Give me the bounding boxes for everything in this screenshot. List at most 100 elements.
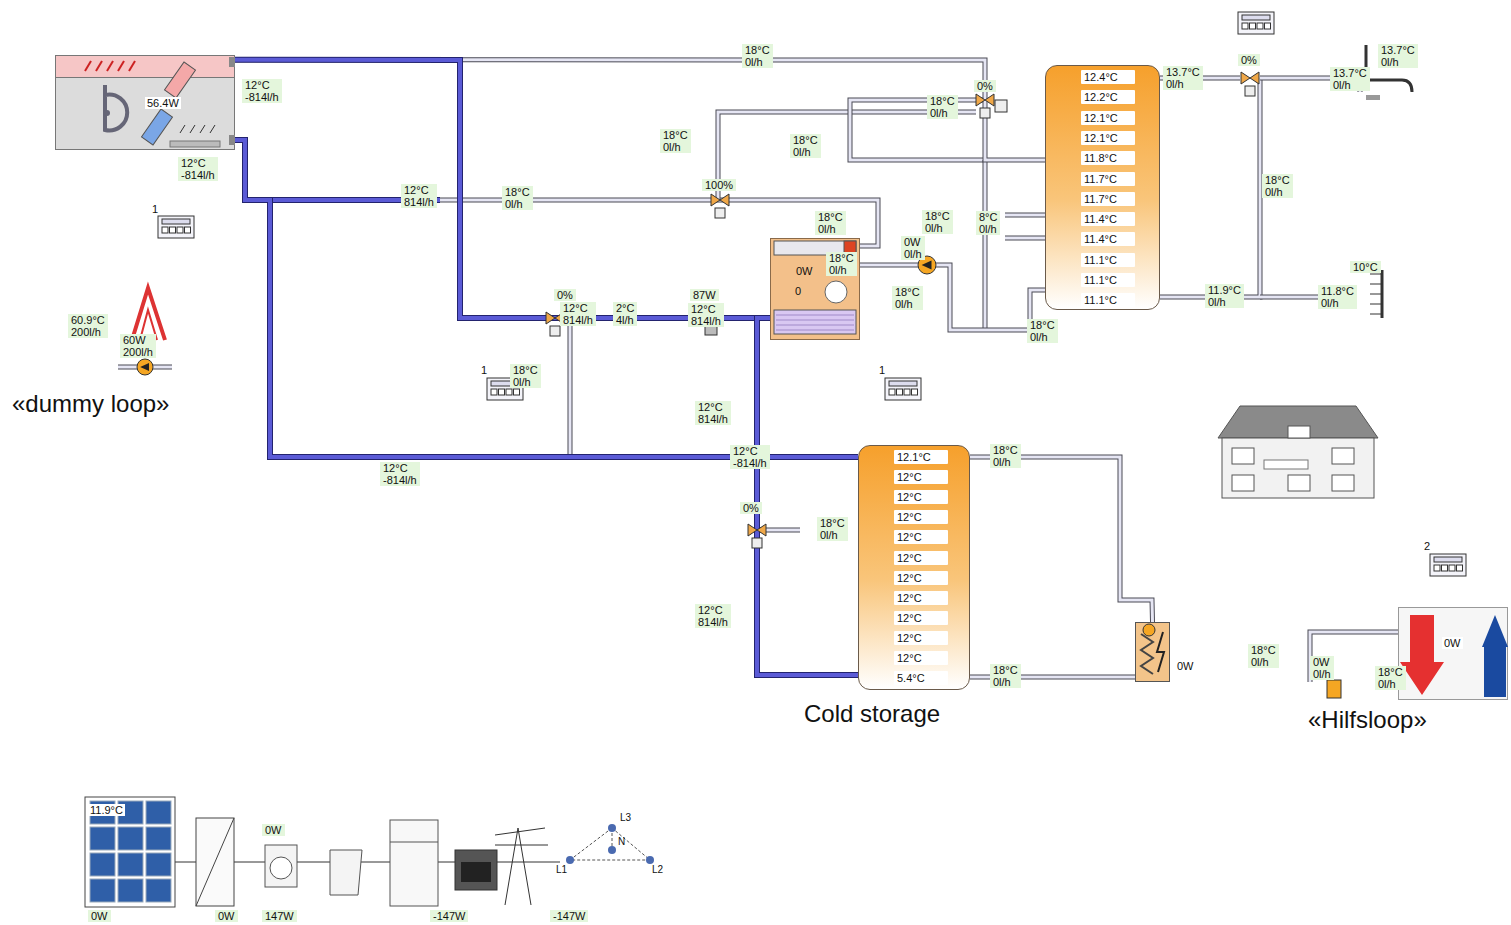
house-window: [1332, 448, 1354, 464]
pipe-outline: [970, 457, 1153, 622]
pipe-outline: [235, 60, 1045, 160]
pump-body: [137, 359, 153, 375]
pump-arrow: [922, 261, 932, 270]
valve-half: [985, 94, 994, 106]
layer-temperature: 12.2°C: [1081, 90, 1135, 104]
reading-label: 12°C -814l/h: [242, 79, 282, 103]
expansion-vessel: [1327, 680, 1341, 698]
valve-half: [711, 194, 720, 206]
layer-temperature: 12°C: [894, 510, 948, 524]
reading-label: 18°C 0l/h: [927, 95, 958, 119]
heater-body: [1136, 623, 1170, 682]
heat-arrow: [96, 61, 102, 71]
reading-label: 18°C 0l/h: [1248, 644, 1279, 668]
controller-key: [904, 389, 910, 395]
pipe-connector: [860, 265, 1045, 330]
pv-cell: [90, 879, 115, 902]
phase-triangle: [570, 828, 650, 860]
pump-symbol: [137, 359, 153, 375]
washing-machine: [265, 845, 297, 887]
phase-name: L2: [652, 864, 663, 876]
house-window: [1332, 475, 1354, 491]
controller-key: [912, 389, 918, 395]
pipe-outline: [235, 60, 770, 318]
reading-label: 0%: [740, 502, 762, 514]
layer-temperature: 11.1°C: [1081, 253, 1135, 267]
inlet-tick: [1370, 304, 1382, 305]
reading-label: 2°C 4l/h: [613, 302, 637, 326]
controller-key: [1242, 23, 1248, 29]
pipe-connector: [970, 457, 1153, 622]
pv-cell: [118, 827, 143, 850]
controller-number: 1: [152, 203, 158, 215]
pv-cell: [146, 879, 171, 902]
fan-hub: [104, 110, 110, 116]
valve-symbol: [711, 194, 729, 218]
evaporator: [774, 310, 856, 334]
storage-tank: 12.1°C12°C12°C12°C12°C12°C12°C12°C12°C12…: [858, 445, 970, 690]
heat-arrow-down: [1400, 615, 1444, 695]
reading-label: 18°C 0l/h: [510, 364, 541, 388]
controller-body: [158, 216, 194, 238]
reading-label: 11.8°C 0l/h: [1318, 285, 1357, 309]
port: [229, 135, 235, 145]
pipe-fill: [718, 112, 976, 200]
controller-body: [1430, 554, 1466, 576]
heatpump-body: [771, 239, 860, 340]
house-window: [1232, 475, 1254, 491]
controller-key: [1257, 23, 1263, 29]
pipe-fill: [1005, 237, 1045, 240]
reading-label: 18°C 0l/h: [990, 444, 1021, 468]
reading-label: 12°C -814l/h: [178, 157, 218, 181]
reading-label: 0W 0l/h: [1310, 656, 1334, 680]
valve-half: [976, 94, 985, 106]
pipe-outline: [850, 100, 985, 160]
layer-temperature: 11.7°C: [1081, 192, 1135, 206]
heat-arrow: [85, 61, 91, 71]
valve-actuator: [980, 108, 990, 118]
phase-dot: [646, 856, 654, 864]
pipe-outline: [1005, 213, 1045, 218]
controller-key: [1449, 565, 1455, 571]
pipe-fill: [984, 160, 987, 330]
layer-temperature: 12.1°C: [1081, 111, 1135, 125]
evaporator-fin: [776, 315, 854, 316]
layer-temperature: 11.4°C: [1081, 212, 1135, 226]
pipe-fill: [860, 265, 1045, 330]
layer-temperature: 12°C: [894, 571, 948, 585]
pipe-outline: [1160, 78, 1260, 297]
pump-arrow: [140, 363, 149, 371]
reading-label: 100%: [702, 179, 736, 191]
phase-dot: [608, 846, 616, 854]
controller-icon: [885, 378, 921, 400]
controller-key: [185, 227, 191, 233]
inverter-diagonal: [196, 818, 234, 906]
pipe-connector: [235, 60, 1045, 160]
pipe-fill: [970, 457, 1153, 622]
pipe-outline: [568, 318, 573, 457]
pipe: [718, 112, 976, 200]
pipe-outline: [235, 140, 858, 457]
layer-temperature: 12°C: [894, 490, 948, 504]
reading-label: 12°C -814l/h: [730, 445, 770, 469]
house-window: [1288, 426, 1310, 438]
power-reading: 0W: [796, 265, 813, 277]
pv-cell: [146, 801, 171, 824]
controller-key: [506, 389, 512, 395]
pipe-fill: [1005, 214, 1045, 217]
reading-label: 12°C 814l/h: [688, 303, 724, 327]
valve-actuator: [995, 100, 1007, 112]
reading-label: 18°C 0l/h: [742, 44, 773, 68]
reading-label: 18°C 0l/h: [826, 252, 857, 276]
air-arrow: [180, 125, 185, 133]
controller-number: 2: [1424, 540, 1430, 552]
phase-name: L1: [556, 864, 567, 876]
layer-temperature: 11.1°C: [1081, 273, 1135, 287]
layer-temperature: 11.7°C: [1081, 172, 1135, 186]
reading-label: 10°C: [1350, 261, 1381, 273]
inlet-tick: [1370, 274, 1382, 275]
grid-pole: [505, 828, 531, 905]
reading-label: -147W: [550, 910, 588, 922]
valve-half: [757, 524, 766, 536]
evaporator-fin: [776, 320, 854, 321]
